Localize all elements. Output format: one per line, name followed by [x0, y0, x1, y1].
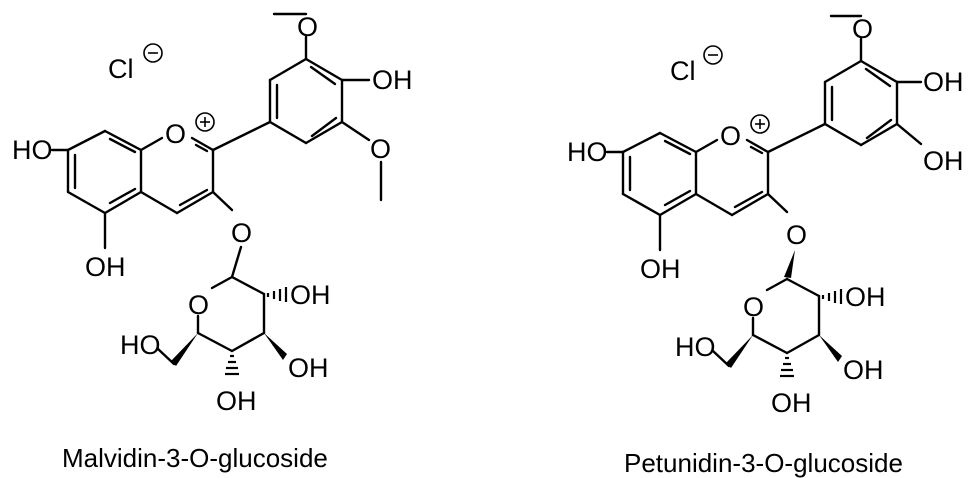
ring-a	[621, 131, 698, 217]
oh-sugar-3-label: OH	[843, 355, 884, 385]
wedge-bond-anomeric	[784, 250, 795, 278]
ho-sugar-6-label: HO	[675, 332, 716, 362]
hashed-bond-c2	[266, 287, 288, 302]
hashed-bond-c4	[780, 356, 794, 378]
oh-sugar-3-label: OH	[288, 353, 329, 383]
wedge-bond-c5	[171, 333, 198, 366]
oh-sugar-2-label: OH	[845, 282, 886, 312]
petunidin-structure: Cl O	[567, 14, 964, 478]
oh-sugar-4-label: OH	[216, 386, 257, 416]
negative-charge-icon	[143, 43, 163, 63]
oh-5prime-label: OH	[923, 146, 964, 176]
ring-b	[766, 59, 899, 154]
ho-7-label: HO	[567, 137, 608, 167]
positive-charge-icon	[195, 112, 215, 132]
hashed-bond-c4	[225, 354, 239, 376]
oh-sugar-4-label: OH	[771, 388, 812, 418]
malvidin-caption: Malvidin-3-O-glucoside	[62, 443, 328, 473]
sugar-ring-oxygen-label: O	[188, 290, 209, 320]
sugar-ring-oxygen-label: O	[743, 292, 764, 322]
chloride-label: Cl	[670, 56, 696, 86]
negative-charge-icon	[703, 45, 723, 65]
oh-4prime-label: OH	[923, 67, 964, 97]
wedge-bond-c3	[819, 335, 842, 362]
ho-7-label: HO	[12, 135, 53, 165]
oh-sugar-2-label: OH	[290, 280, 331, 310]
petunidin-caption: Petunidin-3-O-glucoside	[624, 448, 903, 478]
malvidin-structure: Cl O	[12, 12, 413, 473]
methoxy-oxygen-label: O	[852, 14, 873, 44]
methoxy-top-oxygen-label: O	[297, 12, 318, 42]
wedge-bond-c3	[264, 333, 287, 360]
positive-charge-icon	[750, 114, 770, 134]
oh-4prime-label: OH	[372, 65, 413, 95]
glucose-ring	[196, 275, 266, 353]
ring-c	[139, 136, 215, 215]
ring-oxygen-label: O	[720, 121, 741, 151]
methoxy-bottom-oxygen-label: O	[370, 134, 391, 164]
ring-b	[211, 57, 344, 152]
ring-c	[694, 138, 770, 217]
ho-sugar-6-label: HO	[120, 330, 161, 360]
glucose-ring	[751, 277, 821, 355]
oh-5-label: OH	[85, 252, 126, 282]
wedge-bond-c5	[726, 335, 753, 368]
ring-a	[66, 129, 143, 215]
hashed-bond-c2	[821, 289, 843, 304]
chloride-label: Cl	[108, 54, 134, 84]
glycosidic-oxygen-label: O	[786, 220, 807, 250]
glycosidic-oxygen-label: O	[231, 218, 252, 248]
oh-5-label: OH	[640, 254, 681, 284]
ring-oxygen-label: O	[165, 119, 186, 149]
